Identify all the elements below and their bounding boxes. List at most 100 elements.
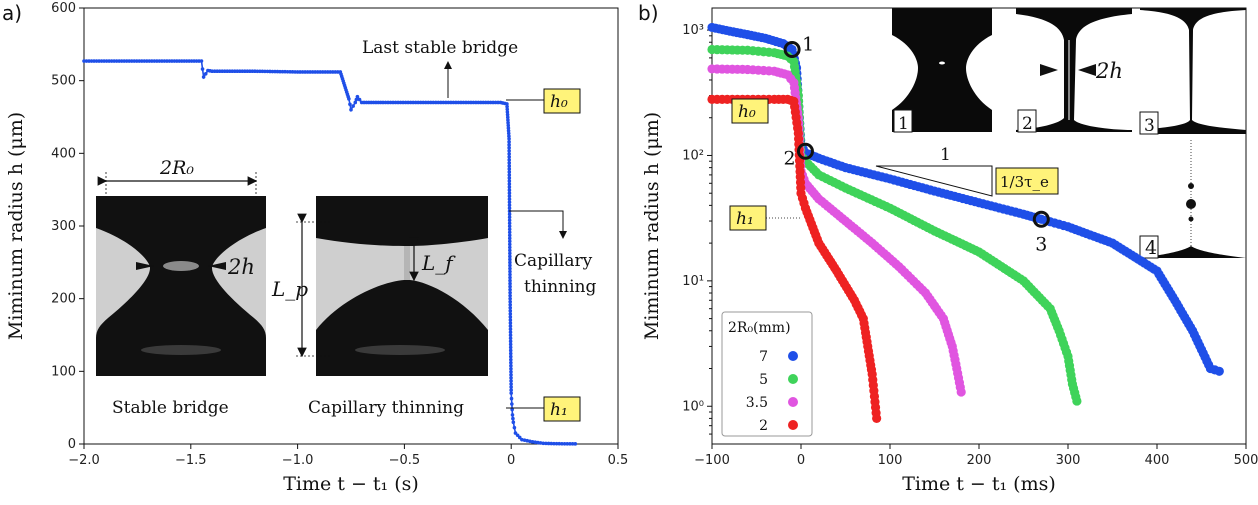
series-a	[82, 59, 578, 446]
data-point-a	[546, 441, 551, 446]
data-point-a	[349, 107, 353, 112]
last-stable-label: Last stable bridge	[362, 38, 518, 58]
y-tick-label-b: 10³	[682, 23, 704, 38]
data-point-a	[355, 94, 360, 99]
data-point-a	[227, 69, 232, 74]
y-tick-label-b: 10¹	[682, 274, 704, 289]
data-point-a	[265, 69, 270, 74]
data-point-a	[510, 407, 514, 412]
h1-a-label: h₁	[550, 400, 568, 420]
data-point-a	[217, 69, 222, 74]
data-point-5	[1072, 396, 1082, 406]
data-point-a	[469, 100, 473, 105]
data-point-a	[506, 131, 511, 136]
data-point-a	[507, 188, 512, 192]
data-point-a	[507, 194, 512, 198]
data-point-a	[298, 70, 302, 74]
data-point-a	[436, 100, 441, 105]
data-point-a	[165, 59, 169, 63]
dim-Lf-label: L_f	[421, 251, 456, 275]
x-tick-label-a: 0.5	[608, 453, 629, 468]
data-point-a	[491, 100, 495, 105]
data-point-a	[522, 438, 527, 442]
data-point-a	[162, 59, 167, 63]
data-point-a	[199, 59, 204, 63]
data-point-a	[109, 59, 114, 63]
data-point-a	[508, 315, 513, 319]
data-point-a	[461, 100, 466, 105]
x-tick-label-a: 0	[507, 453, 515, 468]
data-point-a	[187, 59, 191, 63]
data-point-a	[300, 70, 305, 74]
data-point-a	[97, 59, 101, 63]
data-point-a	[507, 149, 511, 153]
data-point-a	[411, 100, 415, 105]
data-point-a	[533, 440, 538, 444]
point-marker-2	[796, 142, 814, 160]
data-point-a	[508, 318, 513, 322]
data-point-a	[509, 370, 513, 374]
data-point-a	[222, 69, 227, 74]
data-point-a	[147, 59, 152, 63]
data-point-a	[508, 263, 512, 268]
legend-label-2: 2	[759, 418, 768, 434]
h0-b-annotation: h₀	[731, 98, 769, 124]
data-point-a	[510, 402, 514, 406]
data-point-a	[434, 100, 438, 105]
y-tick-label-a: 500	[51, 74, 76, 89]
y-tick-label-b: 10²	[682, 148, 704, 163]
data-point-a	[122, 59, 127, 63]
data-point-a	[508, 327, 513, 331]
data-point-a	[203, 71, 208, 76]
data-point-a	[544, 441, 548, 446]
data-point-a	[456, 100, 461, 105]
data-point-a	[520, 437, 524, 442]
data-point-a	[201, 75, 206, 79]
data-point-a	[538, 441, 543, 445]
data-point-a	[471, 100, 476, 105]
data-point-a	[398, 100, 403, 105]
data-point-a	[507, 179, 512, 183]
data-point-a	[505, 102, 509, 106]
data-point-a	[507, 152, 511, 156]
data-point-a	[508, 287, 512, 292]
data-point-a	[89, 59, 94, 63]
data-point-a	[132, 59, 137, 63]
x-tick-label-a: −2.0	[68, 453, 100, 468]
data-point-a	[479, 100, 483, 105]
data-point-a	[506, 118, 510, 122]
data-point-7	[1214, 366, 1224, 376]
point-marker-label-4: 4	[1145, 237, 1157, 259]
data-point-a	[347, 97, 351, 101]
slope-triangle: 1 1/3τ_e	[875, 145, 1059, 197]
data-point-a	[505, 110, 510, 114]
data-point-a	[290, 70, 295, 74]
data-point-a	[536, 440, 540, 445]
data-point-a	[508, 293, 512, 298]
data-point-a	[511, 416, 515, 421]
dim-Lf: L_f	[409, 237, 456, 282]
data-point-a	[506, 123, 511, 128]
data-point-a	[104, 59, 109, 63]
data-point-a	[507, 140, 511, 144]
data-point-a	[508, 248, 512, 253]
data-point-a	[508, 290, 512, 295]
data-point-a	[416, 100, 421, 105]
y-axis-label-b: Miminum radius h (μm)	[641, 112, 663, 340]
data-point-a	[509, 388, 513, 392]
data-point-a	[508, 312, 513, 316]
legend-label-5: 5	[759, 372, 768, 388]
data-point-a	[150, 59, 154, 63]
data-point-a	[92, 59, 96, 63]
data-point-a	[354, 97, 359, 102]
data-point-a	[508, 333, 513, 338]
data-point-a	[127, 59, 132, 63]
data-point-a	[253, 69, 257, 74]
data-point-a	[466, 100, 471, 105]
data-point-a	[401, 100, 405, 105]
data-point-a	[508, 342, 513, 347]
data-point-a	[381, 100, 385, 105]
data-point-a	[507, 182, 512, 186]
inset-capillary-thinning	[316, 196, 488, 376]
